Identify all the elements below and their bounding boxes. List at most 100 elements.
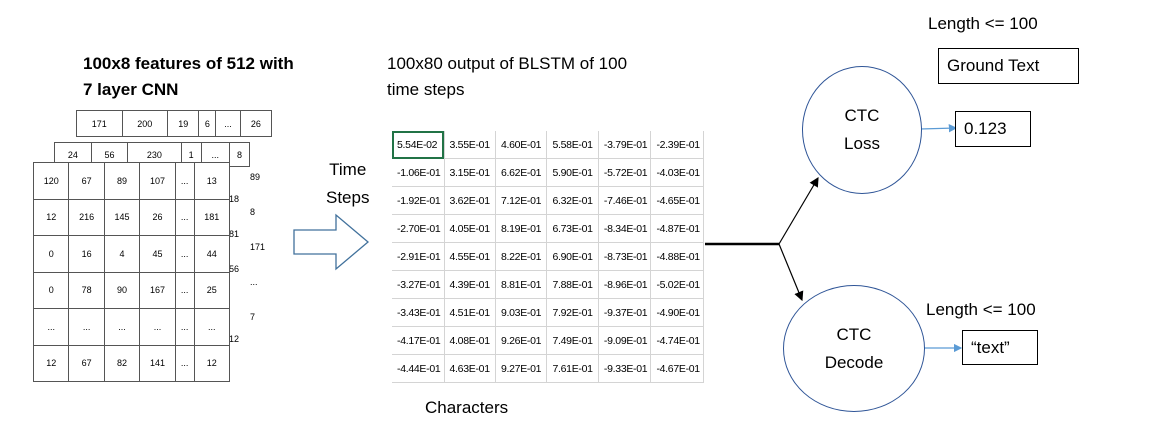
cell: ... bbox=[32, 308, 70, 346]
cell: -8.73E-01 bbox=[598, 242, 652, 271]
feature-map-front: 120 67 89 107 ... 13 12 216 145 26 ... 1… bbox=[32, 162, 230, 382]
table-row: 12 67 82 141 ... 12 bbox=[32, 344, 230, 382]
decode-output-value: “text” bbox=[971, 337, 1010, 357]
characters-label: Characters bbox=[425, 398, 509, 417]
ctc-loss-label-line2: Loss bbox=[844, 134, 880, 153]
cell: 18 bbox=[229, 194, 240, 204]
cell: -5.72E-01 bbox=[598, 158, 652, 187]
cell: 141 bbox=[139, 344, 176, 382]
cell: -4.87E-01 bbox=[650, 214, 704, 243]
cell: 90 bbox=[103, 271, 141, 309]
blstm-title: 100x80 output of BLSTM of 100 time steps bbox=[387, 51, 627, 103]
cell: -2.39E-01 bbox=[650, 131, 704, 159]
blstm-title-line1: 100x80 output of BLSTM of 100 bbox=[387, 54, 628, 73]
time-steps-label: Time Steps bbox=[326, 156, 369, 212]
cell: 4.51E-01 bbox=[444, 298, 496, 327]
cell: 171 bbox=[250, 242, 266, 252]
cell: 56 bbox=[229, 264, 240, 274]
arrow-to-ctc-decode bbox=[778, 243, 804, 302]
loss-output-box: 0.123 bbox=[955, 111, 1031, 147]
cell: -8.96E-01 bbox=[598, 270, 652, 299]
ctc-loss-node: CTC Loss bbox=[802, 66, 922, 194]
cell: 8.22E-01 bbox=[495, 242, 548, 271]
cell: -1.92E-01 bbox=[392, 186, 445, 215]
ctc-decode-label-line2: Decode bbox=[824, 352, 884, 372]
cell: -9.37E-01 bbox=[598, 298, 652, 327]
ground-text-length-label: Length <= 100 bbox=[928, 14, 1038, 33]
cell: 7.61E-01 bbox=[546, 354, 599, 383]
cell: ... bbox=[174, 344, 195, 382]
time-steps-label-line1: Time bbox=[329, 160, 367, 179]
cell: ... bbox=[139, 308, 176, 346]
loss-output-value: 0.123 bbox=[964, 119, 1007, 138]
cell: 5.90E-01 bbox=[546, 158, 599, 187]
cell: 89 bbox=[103, 162, 141, 200]
cell: 6.90E-01 bbox=[546, 242, 599, 271]
cell: 6.73E-01 bbox=[546, 214, 599, 243]
cell: 9.03E-01 bbox=[495, 298, 548, 327]
ctc-loss-label-line1: CTC bbox=[844, 106, 880, 125]
table-row: 0 78 90 167 ... 25 bbox=[32, 271, 230, 309]
cell: 6.62E-01 bbox=[495, 158, 548, 187]
cell: -4.88E-01 bbox=[650, 242, 704, 271]
arrow-to-ctc-loss bbox=[778, 176, 819, 245]
table-row: ... ... ... ... ... ... bbox=[32, 308, 230, 346]
cell: 4.60E-01 bbox=[495, 131, 548, 159]
ground-text-label: Ground Text bbox=[947, 56, 1040, 75]
time-steps-label-line2: Steps bbox=[326, 188, 370, 207]
cell: 107 bbox=[139, 162, 176, 200]
cell: 4.39E-01 bbox=[444, 270, 496, 299]
cell: 7.92E-01 bbox=[546, 298, 599, 327]
cell: 9.26E-01 bbox=[495, 326, 548, 355]
cell: 6 bbox=[198, 110, 217, 137]
cell: -4.65E-01 bbox=[650, 186, 704, 215]
cnn-title-line1: 100x8 features of 512 with bbox=[83, 54, 294, 73]
cell: -5.02E-01 bbox=[650, 270, 704, 299]
decode-length-label: Length <= 100 bbox=[926, 300, 1036, 319]
cell: 181 bbox=[193, 198, 230, 236]
cell: 81 bbox=[229, 229, 240, 239]
cell: -7.46E-01 bbox=[598, 186, 652, 215]
cell: -4.67E-01 bbox=[650, 354, 704, 383]
cell: 4.55E-01 bbox=[444, 242, 496, 271]
cell: 3.55E-01 bbox=[444, 131, 496, 159]
cell: 25 bbox=[193, 271, 230, 309]
blstm-title-line2: time steps bbox=[387, 80, 465, 99]
cell: 6.32E-01 bbox=[546, 186, 599, 215]
cell: 8.81E-01 bbox=[495, 270, 548, 299]
cell: 4.05E-01 bbox=[444, 214, 496, 243]
cell: -3.27E-01 bbox=[392, 270, 445, 299]
cell: 3.62E-01 bbox=[444, 186, 496, 215]
cell: 45 bbox=[139, 235, 176, 273]
cell: -3.43E-01 bbox=[392, 298, 445, 327]
cell: ... bbox=[68, 308, 105, 346]
cell: ... bbox=[250, 277, 258, 287]
cell: 8 bbox=[250, 207, 256, 217]
cell: 16 bbox=[68, 235, 105, 273]
cell: 4 bbox=[103, 235, 141, 273]
hollow-right-arrow-icon bbox=[293, 213, 370, 271]
ctc-decode-label-line1: CTC bbox=[836, 324, 872, 344]
cell: 8.19E-01 bbox=[495, 214, 548, 243]
cell: -4.74E-01 bbox=[650, 326, 704, 355]
cell: 26 bbox=[239, 110, 273, 137]
cell: -3.79E-01 bbox=[598, 131, 652, 159]
cell: 7 bbox=[250, 312, 256, 322]
cnn-title-line2: 7 layer CNN bbox=[83, 80, 179, 99]
cell: -4.03E-01 bbox=[650, 158, 704, 187]
cell: 7.12E-01 bbox=[495, 186, 548, 215]
cell: 171 bbox=[76, 110, 123, 137]
decode-output-box: “text” bbox=[962, 330, 1038, 365]
cell: -9.09E-01 bbox=[598, 326, 652, 355]
cell: 4.63E-01 bbox=[444, 354, 496, 383]
cell: 82 bbox=[103, 344, 141, 382]
